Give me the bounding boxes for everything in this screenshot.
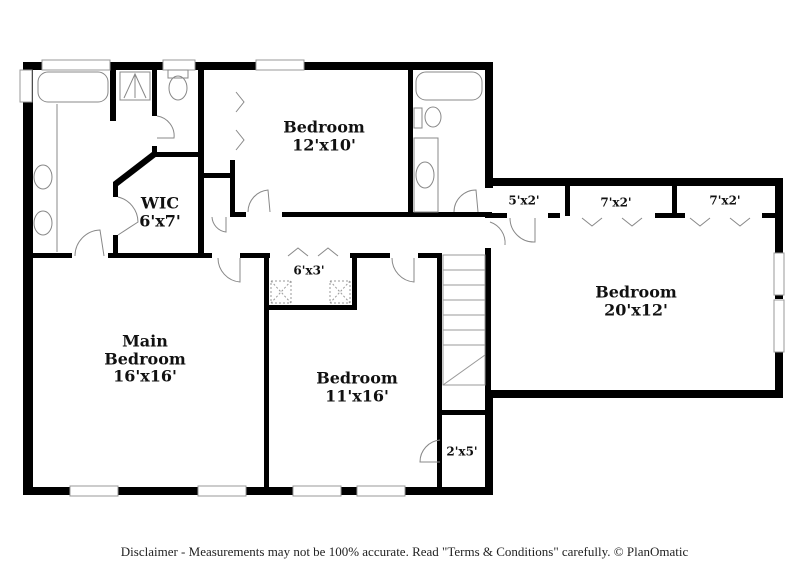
room-closet-5x2: 5'x2' [508,194,539,207]
shower-icon [119,71,151,101]
room-name: Bedroom [595,282,677,302]
room-dims: 20'x12' [604,300,668,319]
toilet-icon [168,75,188,101]
sink-icon [33,164,53,190]
room-dims: 2'x5' [446,444,478,459]
room-closet-6x3: 6'x3' [293,264,324,277]
room-name-line2: Bedroom [104,349,186,369]
room-dims: 7'x2' [709,193,741,208]
room-closet-7x2-b: 7'x2' [709,194,740,207]
room-main-bedroom: Main Bedroom 16'x16' [104,333,186,386]
room-closet-7x2-a: 7'x2' [600,196,631,209]
room-closet-2x5: 2'x5' [446,445,477,458]
floor-plan [19,59,785,497]
room-name: WIC [140,193,180,213]
room-dims: 11'x16' [325,386,389,405]
stairs [442,254,486,386]
room-bedroom-11x16: Bedroom 11'x16' [316,369,398,404]
room-name-line1: Main [122,331,168,351]
fixtures [33,69,483,252]
bathtub-icon [37,71,109,103]
room-name: Bedroom [283,117,365,137]
room-dims: 6'x3' [293,263,325,278]
windows [19,59,785,497]
room-bedroom-12x10: Bedroom 12'x10' [283,118,365,153]
closet-shelves [270,280,351,304]
toilet-icon [424,106,442,128]
room-dims: 6'x7' [139,211,181,230]
doors [74,91,751,463]
room-dims: 7'x2' [600,195,632,210]
room-dims: 16'x16' [113,366,177,386]
room-dims: 5'x2' [508,193,540,208]
room-wic: WIC 6'x7' [139,194,181,229]
room-bedroom-20x12: Bedroom 20'x12' [595,283,677,318]
room-name: Bedroom [316,368,398,388]
sink-icon [33,210,53,236]
bathtub-icon [415,71,483,101]
disclaimer-text: Disclaimer - Measurements may not be 100… [120,544,689,559]
sink-icon [415,161,435,189]
room-dims: 12'x10' [292,135,356,154]
